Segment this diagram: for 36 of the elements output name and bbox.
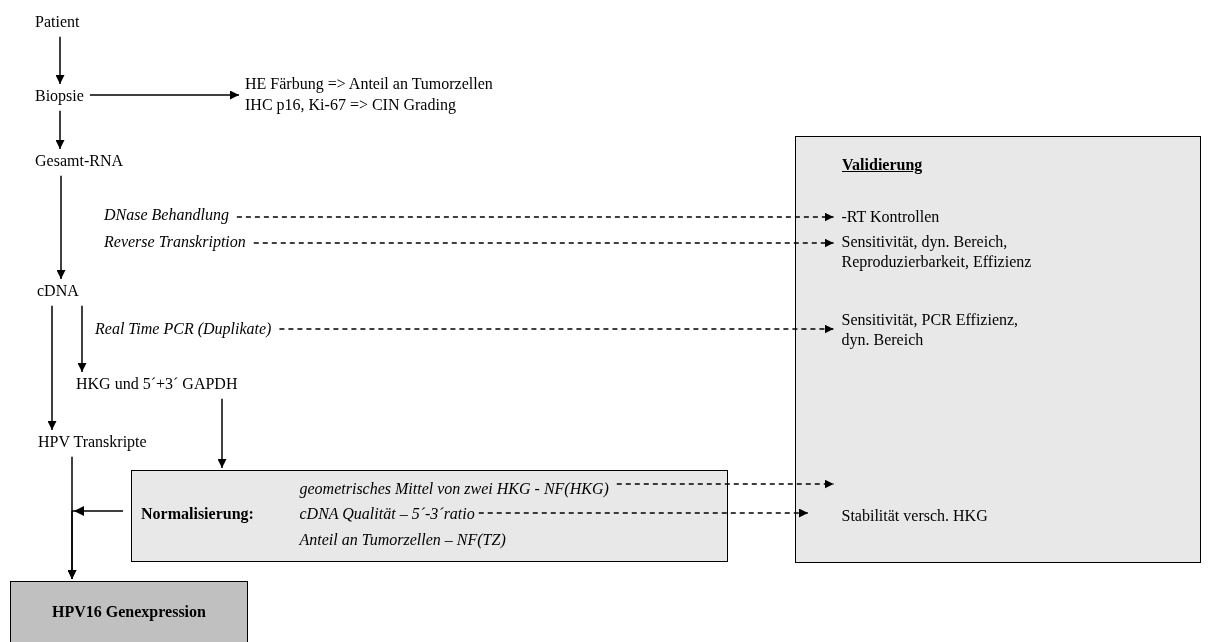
result-box (10, 581, 248, 642)
method-label: cDNA Qualität – 5´-3´ratio (299, 503, 475, 525)
step-label: cDNA (37, 281, 79, 302)
method-label: DNase Behandlung (104, 205, 229, 226)
arrow (89, 90, 240, 100)
dashed-arrow (236, 212, 835, 222)
validation-panel (795, 136, 1201, 563)
process-box (131, 470, 728, 562)
dashed-arrow (253, 238, 835, 248)
arrow (55, 110, 65, 150)
step-label: -RT Kontrollen (841, 206, 940, 228)
method-label: Real Time PCR (Duplikate) (95, 319, 272, 340)
step-label: Sensitivität, PCR Effizienz, dyn. Bereich (841, 309, 1047, 352)
arrow (217, 398, 227, 469)
step-label: Biopsie (35, 86, 84, 107)
arrow (67, 456, 77, 580)
step-label: Patient (35, 12, 80, 33)
method-label: Reverse Transkription (104, 232, 246, 253)
method-label: geometrisches Mittel von zwei HKG - NF(HKG) (299, 478, 609, 500)
step-label: Stabilität versch. HKG (841, 505, 988, 527)
arrow (56, 175, 66, 280)
step-label: Gesamt-RNA (35, 151, 123, 172)
step-label: HE Färbung => Anteil an Tumorzellen IHC p16, Ki-67 => CIN Grading (245, 74, 493, 116)
box-heading: HPV16 Genexpression (52, 601, 206, 623)
step-label: HPV Transkripte (38, 432, 147, 453)
dashed-arrow (616, 479, 835, 489)
method-label: Anteil an Tumorzellen – NF(TZ) (299, 529, 506, 551)
arrow (77, 305, 87, 373)
box-heading: Validierung (842, 155, 923, 176)
dashed-arrow (278, 324, 835, 334)
arrow (47, 305, 57, 431)
step-label: HKG und 5´+3´ GAPDH (76, 374, 238, 395)
box-heading: Normalisierung: (141, 504, 254, 525)
arrow (55, 36, 65, 85)
dashed-arrow (478, 508, 809, 518)
step-label: Sensitivität, dyn. Bereich, Reproduzierbarkeit, Effizienz (841, 231, 1112, 274)
